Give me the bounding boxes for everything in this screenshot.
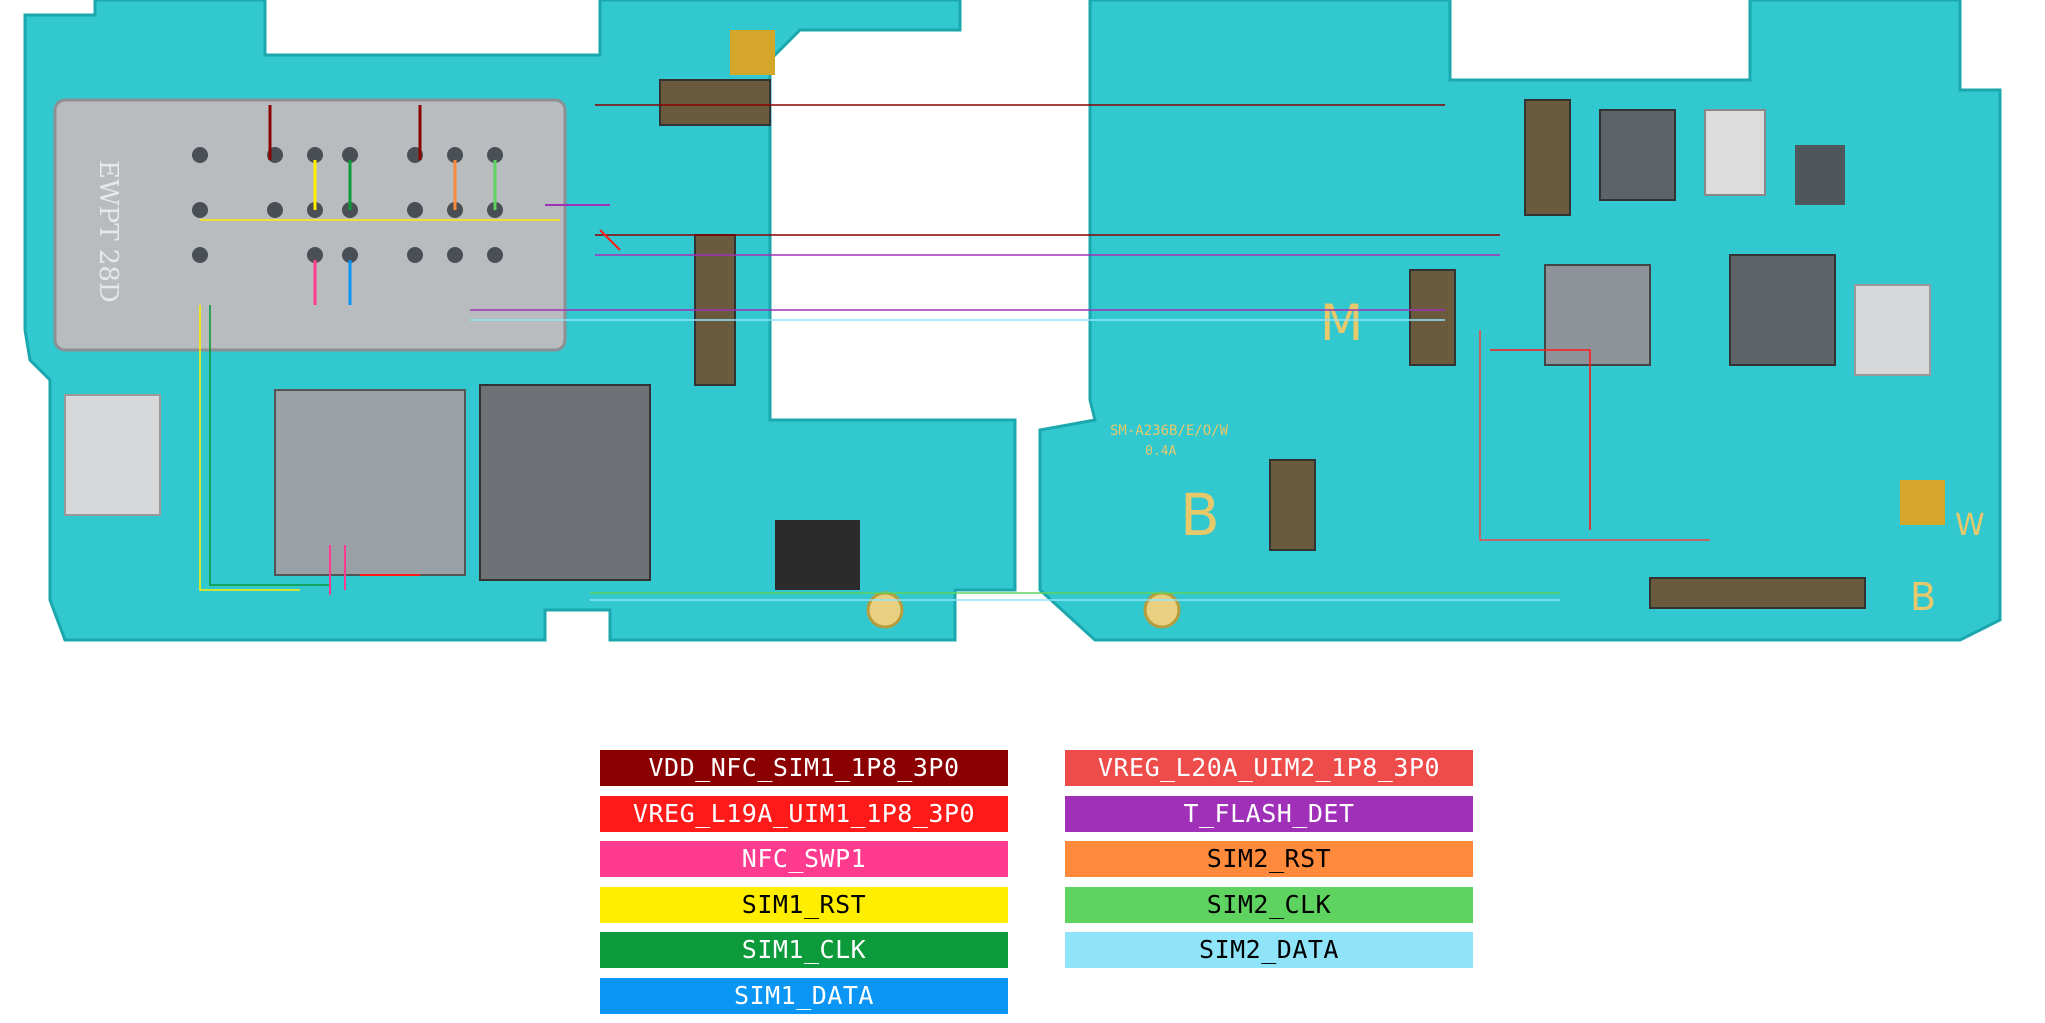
sim-tray-label: EWPT 28D <box>93 160 123 303</box>
legend-label: SIM2_DATA <box>1199 935 1339 964</box>
legend-item-nfc-swp1: NFC_SWP1 <box>600 841 1008 877</box>
legend-label: SIM2_RST <box>1206 844 1332 873</box>
rf-chip-1 <box>1599 109 1676 201</box>
legend-item-sim1-rst: SIM1_RST <box>600 886 1008 923</box>
pmic-chip <box>775 520 860 590</box>
pcb-board-diagram: EWPT 28D M B B W SM-A236B/E/O/W 0.4A <box>23 0 2002 642</box>
qualcomm-chip <box>1729 254 1836 366</box>
shield-can-right <box>1854 284 1931 376</box>
legend-label: SIM2_CLK <box>1206 889 1332 919</box>
legend-label: VREG_L19A_UIM1_1P8_3P0 <box>632 798 976 828</box>
legend-item-sim2-rst: SIM2_RST <box>1065 841 1473 877</box>
rf-chip-3 <box>1795 145 1845 205</box>
legend-item-vreg-l20a-uim2-1p8-3p0: VREG_L20A_UIM2_1P8_3P0 <box>1065 750 1473 786</box>
zone-label-w: W <box>1955 508 1985 543</box>
zone-label-b-right: B <box>1910 575 1936 619</box>
legend-label: T_FLASH_DET <box>1183 798 1355 828</box>
connector-right-top <box>1524 99 1571 216</box>
revision-label: 0.4A <box>1145 444 1176 459</box>
shield-can-left <box>64 394 161 516</box>
emmc-chip <box>274 389 466 576</box>
model-label: SM-A236B/E/O/W <box>1110 423 1229 439</box>
connector-right-mid <box>1409 269 1456 366</box>
qr-code-left <box>730 30 775 75</box>
soc-chip <box>1544 264 1651 366</box>
legend-label: SIM1_RST <box>741 889 867 919</box>
memory-chip <box>479 384 651 581</box>
legend-label: SIM1_CLK <box>741 935 867 964</box>
legend-item-vdd-nfc-sim1-1p8-3p0: VDD_NFC_SIM1_1P8_3P0 <box>600 750 1008 786</box>
connector-right-low <box>1269 459 1316 551</box>
connector-left-top <box>659 79 771 126</box>
mount-hole-left <box>866 591 904 629</box>
sim-tray <box>53 98 567 352</box>
signal-traces <box>199 104 1710 601</box>
connector-right-bottom <box>1649 577 1866 609</box>
legend-item-sim2-clk: SIM2_CLK <box>1065 886 1473 923</box>
zone-label-b: B <box>1180 481 1220 549</box>
legend-item-sim1-data: SIM1_DATA <box>600 977 1008 1014</box>
rf-chip-2 <box>1704 109 1766 196</box>
legend-item-vreg-l19a-uim1-1p8-3p0: VREG_L19A_UIM1_1P8_3P0 <box>600 795 1008 832</box>
legend-item-sim1-clk: SIM1_CLK <box>600 932 1008 968</box>
legend-item-t-flash-det: T_FLASH_DET <box>1065 795 1473 832</box>
qr-code-right <box>1900 480 1945 525</box>
mount-hole-right <box>1143 591 1181 629</box>
legend-label: VDD_NFC_SIM1_1P8_3P0 <box>648 753 960 782</box>
legend-label: NFC_SWP1 <box>741 844 867 873</box>
legend-item-sim2-data: SIM2_DATA <box>1065 932 1473 968</box>
legend-label: SIM1_DATA <box>734 980 874 1010</box>
zone-label-m: M <box>1320 294 1363 352</box>
legend-label: VREG_L20A_UIM2_1P8_3P0 <box>1097 753 1441 782</box>
